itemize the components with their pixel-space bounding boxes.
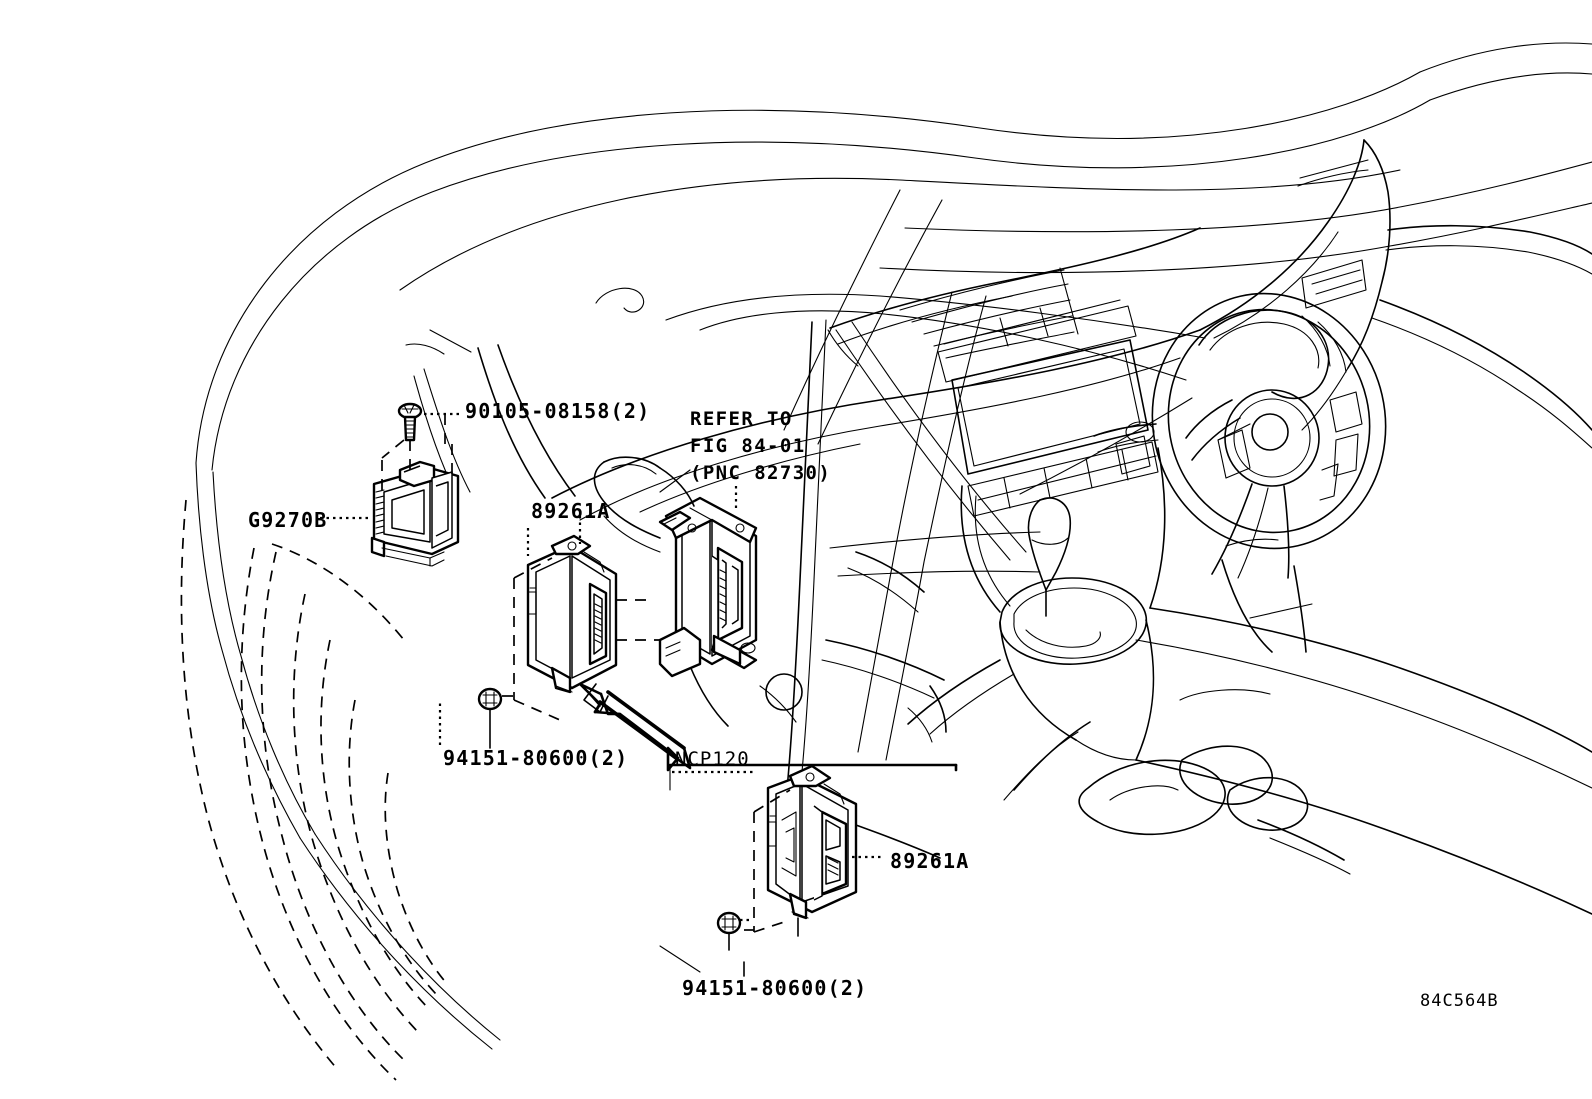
guide-lines [665, 189, 1206, 761]
lower-right-panels [1003, 607, 1592, 915]
nut-callout-upper: 94151-80600(2) [443, 746, 629, 770]
refer-note-fig: FIG 84-01 [690, 435, 806, 457]
bolt-callout: 90105-08158(2) [465, 399, 651, 423]
ecu-callout-lower: 89261A [890, 849, 970, 873]
shifter-console [907, 497, 1155, 761]
ecu-module-upper [513, 528, 660, 721]
refer-note-pnc: (PNC 82730) [690, 462, 832, 484]
nut-callout-lower: 94151-80600(2) [682, 976, 868, 1000]
bolt-part [397, 402, 460, 442]
detail-view-box [668, 763, 958, 791]
front-body-outline [195, 462, 501, 1050]
nut-part-lower [659, 911, 752, 977]
detail-model-label: NCP120 [675, 748, 750, 770]
left-a-pillar [405, 329, 576, 499]
floor-tunnel [689, 319, 1041, 859]
ecu-module-lower [744, 764, 884, 937]
steering-wheel [1093, 292, 1387, 653]
nut-part-upper [438, 687, 516, 749]
g9270b-callout: G9270B [248, 508, 328, 532]
refer-note: REFER TO [690, 408, 793, 430]
detail-view-arrow [578, 682, 692, 772]
ecu-callout-upper: 89261A [531, 499, 611, 523]
figure-code: 84C564B [1420, 991, 1499, 1011]
phantom-front-wheel [180, 499, 449, 1081]
callout-leaders [320, 516, 582, 544]
center-stack [937, 299, 1166, 613]
right-dash-panel [1199, 139, 1592, 449]
body-roof-curves [195, 42, 1592, 471]
junction-block [593, 456, 758, 678]
